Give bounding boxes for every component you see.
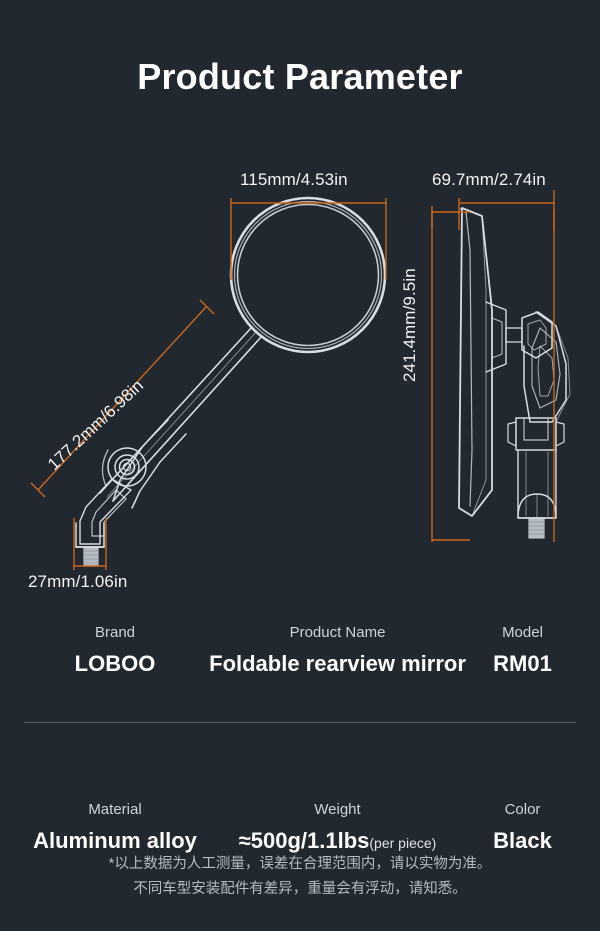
dimension-label-base-width: 27mm/1.06in <box>28 572 128 591</box>
hinge-bolt-head <box>118 458 136 476</box>
spec-cell-color: Color Black <box>445 801 600 854</box>
side-arm-edge-highlight <box>555 325 571 423</box>
hinge-bolt-center <box>122 462 132 472</box>
ball-joint-inner <box>527 319 547 351</box>
dimension-lines <box>30 190 555 570</box>
spec-value: Black <box>493 828 552 853</box>
hinge-outer <box>107 447 147 487</box>
mirror-disc-front-face <box>465 211 473 507</box>
arm-lower-right <box>131 433 187 509</box>
spec-value: Foldable rearview mirror <box>209 651 466 676</box>
spec-value: RM01 <box>493 651 552 676</box>
hinge-mid <box>114 454 140 480</box>
technical-drawing: 115mm/4.53in 69.7mm/2.74in 177.2mm/6.98i… <box>0 150 600 620</box>
page-title: Product Parameter <box>137 56 463 97</box>
spec-value: ≈500g/1.1lbs <box>238 828 370 853</box>
dim-arm-line <box>37 306 207 491</box>
spec-row: Material Aluminum alloy Weight ≈500g/1.1… <box>0 801 600 854</box>
spec-row: Brand LOBOO Product Name Foldable rearvi… <box>0 624 600 677</box>
mirror-back-cup-inner <box>491 317 503 359</box>
spec-value: LOBOO <box>74 651 156 676</box>
mirror-outer-ring <box>229 196 387 354</box>
dim-arm-tick-bottom <box>30 482 46 498</box>
dimension-label-overall-height: 241.4mm/9.5in <box>400 268 419 382</box>
side-clamp-collar <box>515 417 557 451</box>
mirror-disc-profile <box>458 207 493 517</box>
spec-key: Brand <box>94 624 136 641</box>
hinge-flank <box>101 449 109 487</box>
lower-arm-body <box>79 478 132 545</box>
dimension-label-side-depth: 69.7mm/2.74in <box>432 170 546 189</box>
mirror-disc-back-face <box>471 215 487 517</box>
spec-cell-brand: Brand LOBOO <box>0 624 230 677</box>
mirror-drawing-svg <box>30 190 571 570</box>
mirror-back-cup <box>485 301 507 373</box>
dim-arm-tick-top <box>199 299 215 315</box>
side-clamp-left-lug <box>507 421 517 447</box>
side-arm-rib-inner <box>537 345 555 397</box>
ball-stem <box>505 327 523 343</box>
footnote-line-1: *以上数据为人工测量，误差在合理范围内，请以实物为准。 <box>108 856 492 872</box>
mirror-glass-edge <box>236 203 380 347</box>
spec-cell-product-name: Product Name Foldable rearview mirror <box>209 624 466 677</box>
side-clamp-right-lug <box>555 421 565 447</box>
spec-key: Product Name <box>289 624 386 641</box>
ball-joint-housing <box>521 311 553 359</box>
lower-arm-window <box>91 489 127 537</box>
side-thread-lines <box>528 521 545 535</box>
arm-edge-outer <box>99 326 253 494</box>
spec-value-wrapper: ≈500g/1.1lbs(per piece) <box>239 828 437 854</box>
spec-table: Brand LOBOO Product Name Foldable rearvi… <box>0 624 600 854</box>
spec-cell-material: Material Aluminum alloy <box>0 801 230 854</box>
spec-key: Model <box>502 624 543 641</box>
spec-value-note: (per piece) <box>369 835 437 851</box>
side-arm-rib-outer <box>531 327 561 409</box>
footnote-line-2: 不同车型安装配件有差异，重量会有浮动，请知悉。 <box>133 881 467 897</box>
spec-table-divider <box>24 722 576 723</box>
spec-cell-weight: Weight ≈500g/1.1lbs(per piece) <box>230 801 445 854</box>
spec-key: Weight <box>314 801 361 818</box>
spec-value: Aluminum alloy <box>33 828 197 853</box>
side-arm-body <box>523 311 567 423</box>
thread-lines <box>83 550 99 564</box>
spec-cell-model: Model RM01 <box>445 624 600 677</box>
side-clamp-slot <box>523 417 549 441</box>
dimension-label-mirror-width: 115mm/4.53in <box>240 170 348 189</box>
spec-key: Color <box>504 801 541 818</box>
footnote: *以上数据为人工测量，误差在合理范围内，请以实物为准。 不同车型安装配件有差异，… <box>0 852 600 902</box>
mirror-inner-ring <box>233 200 383 350</box>
front-view-group <box>75 196 387 567</box>
side-view-group <box>458 207 571 539</box>
arm-centerline <box>106 330 258 498</box>
spec-key: Material <box>88 801 142 818</box>
side-thread-bolt <box>528 517 545 539</box>
